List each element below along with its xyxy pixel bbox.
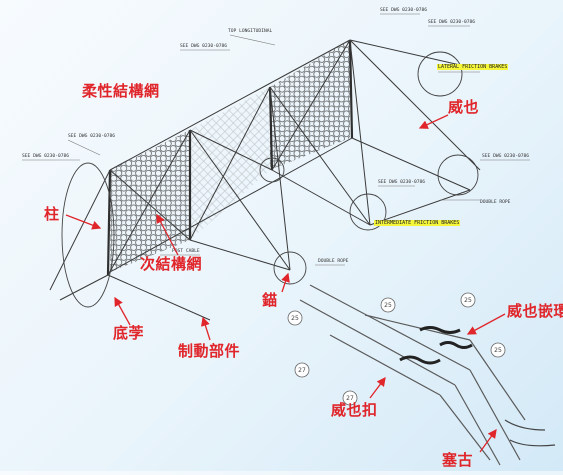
svg-text:SEE DWG 0230-0786: SEE DWG 0230-0786 — [482, 153, 529, 159]
balloon-numbers: 25 25 25 27 27 25 — [291, 297, 502, 402]
label-secondary-net: 次結構網 — [140, 255, 203, 273]
intermediate-brake-highlight: INTERMEDIATE FRICTION BRAKES — [374, 220, 461, 226]
balloon-number: 25 — [291, 315, 299, 322]
balloon-number: 25 — [464, 297, 472, 304]
balloon-number: 25 — [494, 347, 502, 354]
svg-text:DOUBLE ROPE: DOUBLE ROPE — [480, 199, 511, 205]
label-wire-rope: 威也 — [448, 98, 480, 116]
svg-text:SEE DWG 0230-0786: SEE DWG 0230-0786 — [428, 19, 475, 25]
posts — [106, 39, 354, 276]
label-post: 柱 — [44, 205, 60, 223]
balloons — [287, 292, 506, 406]
label-braking-element: 制動部件 — [178, 342, 241, 360]
label-rope-socket: 威也嵌環 — [507, 302, 563, 320]
svg-text:SEE DWG 0230-0786: SEE DWG 0230-0786 — [22, 153, 69, 159]
enlarged-detail — [299, 284, 556, 466]
balloon-number: 25 — [384, 302, 392, 309]
ring-net-panels — [110, 40, 350, 272]
label-rope-clamp: 威也扣 — [331, 401, 378, 419]
svg-text:SEE DWG 0230-0786: SEE DWG 0230-0786 — [68, 133, 115, 139]
label-base-plate: 底茡 — [113, 324, 145, 342]
label-anchor: 錨 — [262, 291, 278, 309]
svg-text:DOUBLE ROPE: DOUBLE ROPE — [318, 258, 349, 264]
balloon-number: 27 — [298, 367, 306, 374]
balloon-number: 27 — [346, 395, 354, 402]
svg-text:POST CABLE: POST CABLE — [172, 248, 200, 254]
svg-text:TOP LONGITUDINAL: TOP LONGITUDINAL — [228, 28, 272, 34]
svg-text:SEE DWG 0230-0786: SEE DWG 0230-0786 — [380, 7, 427, 13]
lateral-brake-highlight: LATERAL FRICTION BRAKES — [437, 64, 509, 70]
svg-text:SEE DWG 0230-0786: SEE DWG 0230-0786 — [180, 43, 227, 49]
label-plug: 塞古 — [442, 451, 474, 469]
svg-text:SEE DWG 0230-0786: SEE DWG 0230-0786 — [378, 179, 425, 185]
label-flexible-net: 柔性結構網 — [82, 82, 160, 100]
label-arrows — [65, 114, 506, 453]
detail-circles — [61, 51, 479, 308]
